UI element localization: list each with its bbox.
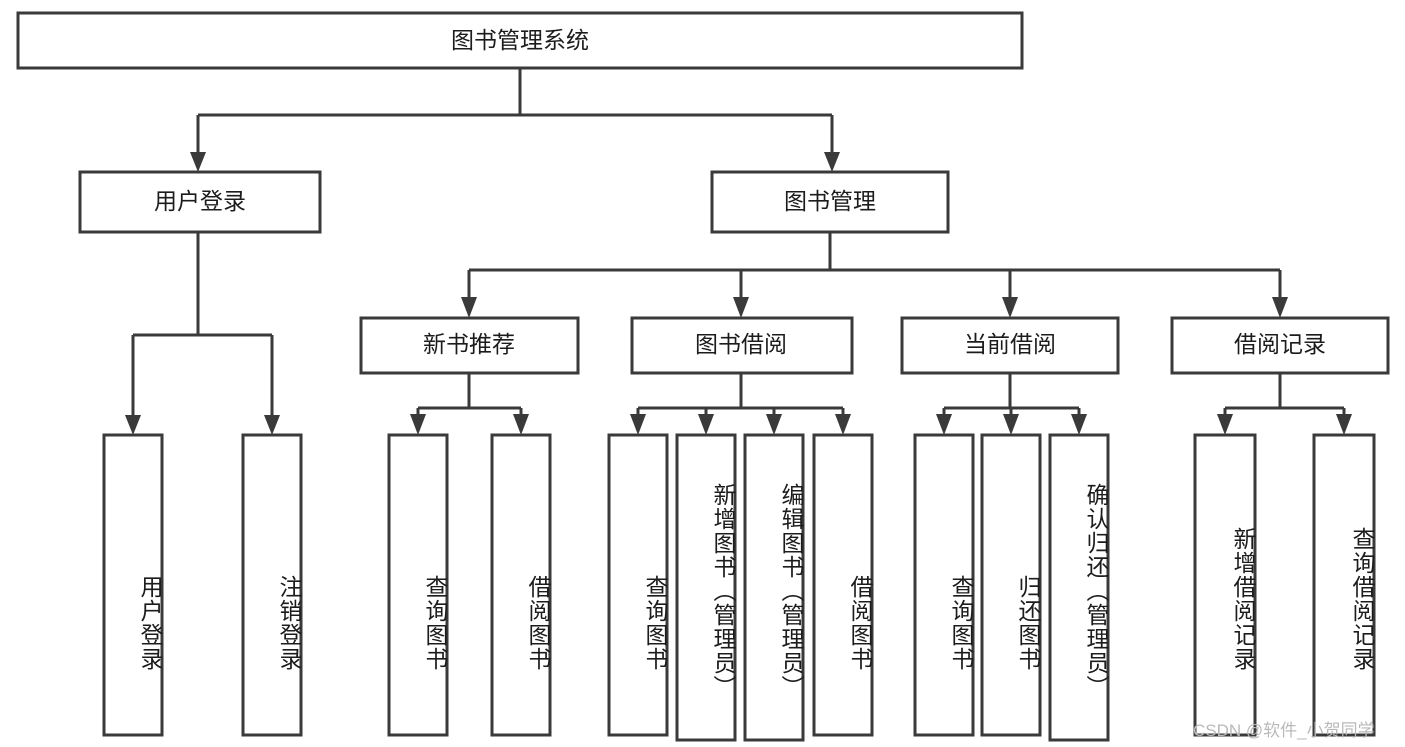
leaf-add-book-admin-box[interactable] [675,433,737,742]
node-user-login-box[interactable] [78,170,322,234]
arrow-leaf-logout-login [264,415,280,435]
node-borrow-record-box[interactable] [1170,316,1390,375]
node-current-borrow-box[interactable] [900,316,1120,375]
leaf-query-book-1-box[interactable] [387,433,449,737]
leaf-borrow-book-2-box[interactable] [812,433,874,737]
leaf-query-book-2-box[interactable] [607,433,669,737]
node-book-management-box[interactable] [710,170,950,234]
leaf-user-login-box[interactable] [102,433,164,737]
arrow-leaf-return-book [1003,414,1019,435]
leaf-borrow-book-1-box[interactable] [490,433,552,737]
arrow-leaf-query-book-1 [410,414,426,435]
node-layer: 图书管理系统 用户登录 图书管理 新书推荐 图书借阅 当前借阅 借阅记录 [16,11,1390,742]
watermark-text: CSDN @软件_小贺同学 [1193,721,1375,740]
arrow-leaf-user-login [125,415,141,435]
node-user-login-label: 用户登录 [154,188,246,214]
leaf-logout-login-box[interactable] [241,433,303,737]
arrow-leaf-query-borrow-record [1336,414,1352,435]
node-root-label: 图书管理系统 [451,27,589,53]
node-book-borrow-label: 图书借阅 [695,331,787,357]
arrow-leaf-add-book-admin [698,414,714,435]
arrow-leaf-add-borrow-record [1217,414,1233,435]
arrow-to-book-borrow [733,297,749,318]
node-new-book-recommend-box[interactable] [359,316,580,375]
node-borrow-record-label: 借阅记录 [1234,331,1326,357]
node-book-management-label: 图书管理 [784,188,876,214]
arrow-leaf-borrow-book-2 [835,414,851,435]
node-book-borrow-box[interactable] [630,316,854,375]
leaf-confirm-return-admin-box[interactable] [1048,433,1110,742]
node-current-borrow-label: 当前借阅 [964,331,1056,357]
arrow-leaf-edit-book-admin [766,414,782,435]
node-root-box[interactable] [16,11,1024,70]
arrow-leaf-borrow-book-1 [513,414,529,435]
arrow-to-current-borrow [1002,297,1018,318]
arrow-leaf-query-book-3 [936,414,952,435]
leaf-add-borrow-record-box[interactable] [1193,433,1257,737]
leaf-edit-book-admin-box[interactable] [743,433,805,742]
arrow-leaf-confirm-return-admin [1071,414,1087,435]
leaf-query-book-3-box[interactable] [913,433,975,737]
arrow-leaf-query-book-2 [630,414,646,435]
edge-layer [125,68,1352,435]
arrow-to-borrow-record [1272,297,1288,318]
arrow-to-user-login [190,152,206,172]
arrow-to-new-book-recommend [461,297,477,318]
leaf-return-book-box[interactable] [980,433,1042,737]
leaf-query-borrow-record-box[interactable] [1312,433,1376,737]
arrow-to-book-management [824,152,840,172]
node-new-book-recommend-label: 新书推荐 [423,331,515,357]
